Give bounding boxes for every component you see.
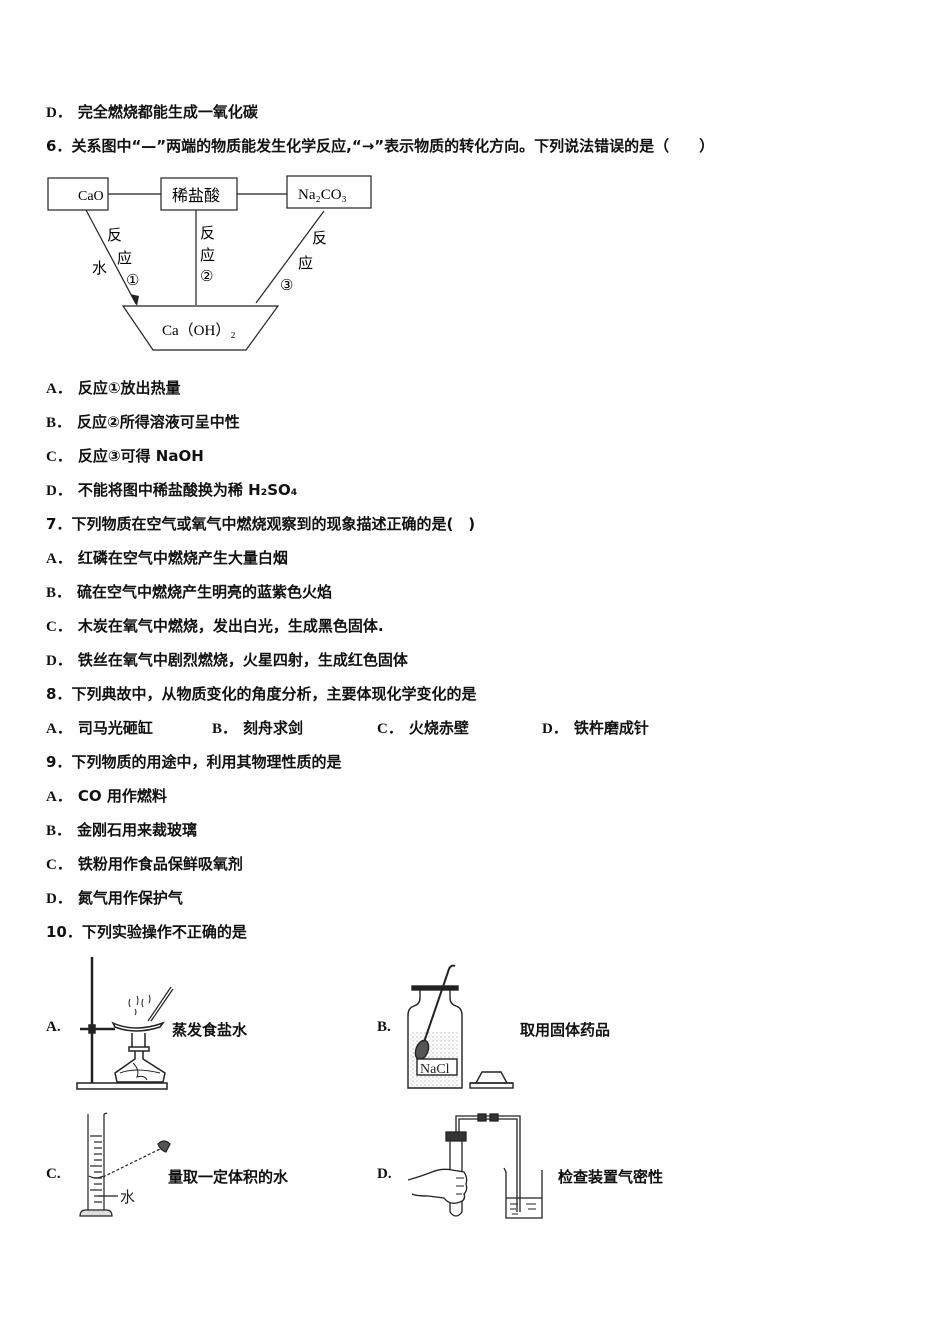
q6-option-b: B．反应②所得溶液可呈中性 [46,413,240,431]
q8-option-d: D．铁杵磨成针 [542,719,649,737]
bottle-label-nacl: NaCl [420,1062,450,1077]
question-number: 6． [46,137,72,155]
q6-relation-diagram: CaO 稀盐酸 Na₂CO₃ Ca（OH）₂ 水 反 应 ① 反 应 ② 反 应… [47,175,372,351]
q7-option-b: B．硫在空气中燃烧产生明亮的蓝紫色火焰 [46,583,333,601]
reagent-bottle-illustration: NaCl [407,964,514,1089]
q10-figure-b-caption: 取用固体药品 [520,1021,611,1039]
q10-figure-c-caption: 量取一定体积的水 [168,1168,289,1186]
svg-text:②: ② [200,269,213,285]
label-hcl: 稀盐酸 [172,187,220,205]
q9-option-c: C．铁粉用作食品保鲜吸氧剂 [46,855,243,873]
q6-option-a: A．反应①放出热量 [46,379,181,397]
svg-text:应: 应 [200,246,215,264]
question-text: 关系图中“—”两端的物质能发生化学反应,“→”表示物质的转化方向。下列说法错误的… [71,137,715,155]
q8-stem: 8．下列典故中，从物质变化的角度分析，主要体现化学变化的是 [46,685,477,703]
svg-text:应: 应 [117,249,132,267]
airtightness-check-illustration [408,1113,543,1219]
q10-figure-d-label: D. [377,1166,392,1182]
label-cao: CaO [78,189,104,204]
q7-option-c: C．木炭在氧气中燃烧，发出白光，生成黑色固体. [46,617,384,635]
svg-text:③: ③ [280,278,293,294]
q8-option-b: B．刻舟求剑 [212,719,304,737]
label-caoh2: Ca（OH）₂ [162,322,236,339]
graduated-cylinder-illustration: 水 [79,1112,171,1217]
q5-option-d: D． 完全燃烧都能生成一氧化碳 [46,102,258,123]
q10-figure-a-caption: 蒸发食盐水 [172,1021,248,1039]
q9-option-d: D．氮气用作保护气 [46,889,183,907]
q6-option-d: D．不能将图中稀盐酸换为稀 H₂SO₄ [46,481,298,499]
q6-stem: 6．关系图中“—”两端的物质能发生化学反应,“→”表示物质的转化方向。下列说法错… [46,136,714,156]
q8-option-a: A．司马光砸缸 [46,719,153,737]
q7-option-a: A．红磷在空气中燃烧产生大量白烟 [46,549,288,567]
svg-text:反: 反 [200,225,215,242]
q10-figure-c-label: C. [46,1166,61,1182]
q10-figure-a-label: A. [46,1019,61,1035]
q10-figure-d-caption: 检查装置气密性 [558,1168,664,1186]
q9-option-a: A．CO 用作燃料 [46,787,167,805]
q8-option-c: C．火烧赤壁 [377,719,469,737]
q7-option-d: D．铁丝在氧气中剧烈燃烧，火星四射，生成红色固体 [46,651,408,669]
label-na2co3: Na₂CO₃ [298,187,347,203]
svg-text:反: 反 [107,227,122,244]
q6-option-c: C．反应③可得 NaOH [46,447,204,465]
label-water: 水 [92,260,107,277]
svg-text:①: ① [126,273,139,289]
q9-stem: 9．下列物质的用途中，利用其物理性质的是 [46,753,342,771]
q10-stem: 10．下列实验操作不正确的是 [46,923,247,941]
svg-text:反: 反 [312,230,327,247]
q10-figure-b-label: B. [377,1019,391,1035]
q9-option-b: B．金刚石用来裁玻璃 [46,821,198,839]
evaporation-apparatus-illustration [76,957,174,1090]
option-text: 完全燃烧都能生成一氧化碳 [77,103,258,121]
svg-text:应: 应 [298,254,313,272]
q7-stem: 7．下列物质在空气或氧气中燃烧观察到的现象描述正确的是( ) [46,515,476,533]
water-label: 水 [120,1189,135,1206]
option-label: D． [46,105,72,121]
box-na2co3 [286,175,372,209]
